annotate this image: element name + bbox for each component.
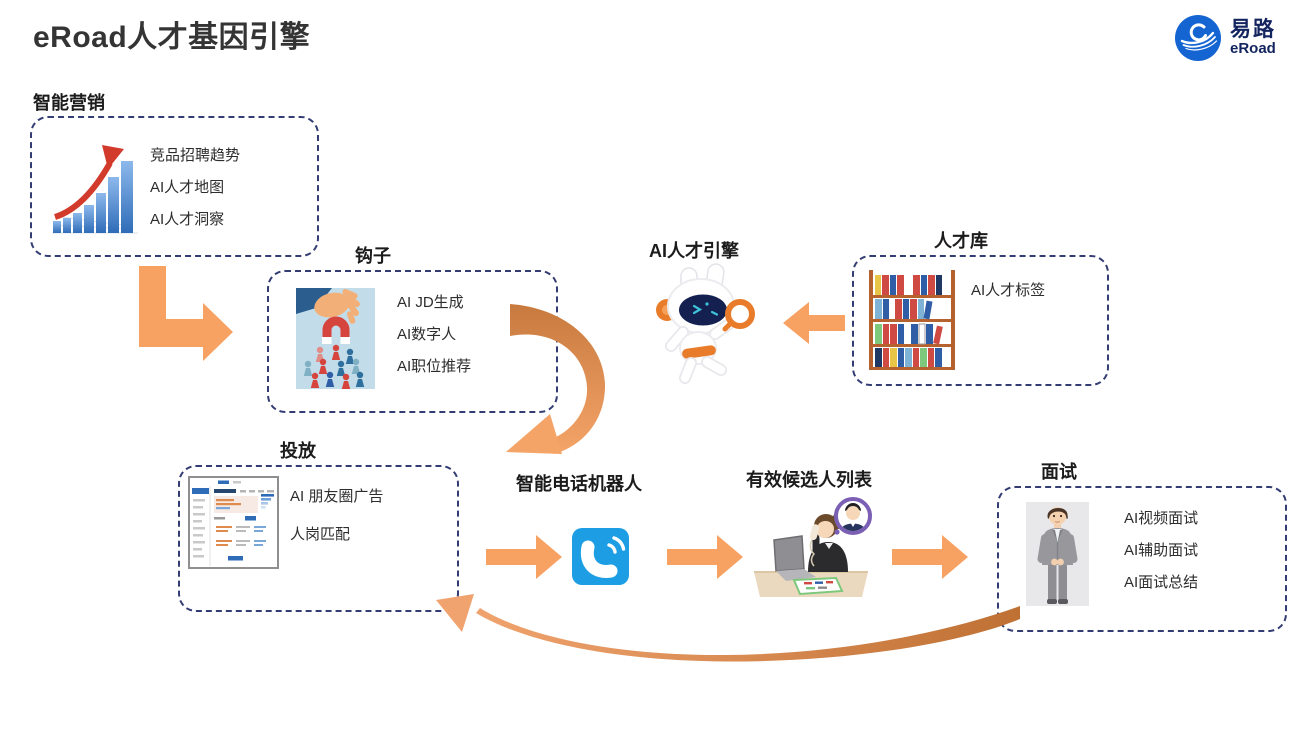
feature-item: AI面试总结 <box>1124 574 1199 591</box>
delivery-feature-list: AI 朋友圈广告 人岗匹配 <box>290 487 383 544</box>
node-label-phone-bot: 智能电话机器人 <box>516 474 642 494</box>
node-label-delivery: 投放 <box>280 441 316 461</box>
bookshelf-icon <box>869 270 955 370</box>
magnet-hand-icon <box>296 288 375 389</box>
marketing-feature-list: 竞品招聘趋势 AI人才地图 AI人才洞察 <box>150 146 240 229</box>
ad-platform-screenshot <box>188 476 279 569</box>
feature-item: AI数字人 <box>397 326 457 343</box>
arrow-candidates-to-interview <box>892 535 968 579</box>
curved-arrow-hook-to-phonebot <box>506 304 606 454</box>
feature-item: AI JD生成 <box>397 294 464 311</box>
arrow-delivery-to-phonebot <box>486 535 562 579</box>
node-label-candidates: 有效候选人列表 <box>746 470 872 490</box>
phone-bot-tile <box>572 528 629 585</box>
elbow-arrow-marketing-to-hook <box>139 266 233 361</box>
growth-chart-icon <box>52 145 138 234</box>
feature-item: AI人才标签 <box>971 282 1046 299</box>
eroad-logo-icon <box>1175 15 1221 61</box>
call-operator-illustration <box>754 497 872 597</box>
feature-item: AI职位推荐 <box>397 358 472 375</box>
logo-name-en: eRoad <box>1230 40 1276 58</box>
interview-feature-list: AI视频面试 AI辅助面试 AI面试总结 <box>1124 509 1198 592</box>
return-curve-arrow-interview-to-delivery <box>436 594 1020 662</box>
page-title: eRoad人才基因引擎 <box>33 21 311 54</box>
feature-item: AI辅助面试 <box>1124 542 1199 559</box>
feature-item: AI人才地图 <box>150 179 225 196</box>
feature-item: AI人才洞察 <box>150 211 225 228</box>
feature-item: AI视频面试 <box>1124 510 1199 527</box>
talent-pool-feature-list: AI人才标签 <box>971 281 1045 300</box>
phone-handset-icon <box>580 536 626 578</box>
virtual-interviewer-photo <box>1026 502 1089 606</box>
node-label-talent-pool: 人才库 <box>934 231 988 251</box>
node-label-hook: 钩子 <box>355 246 391 266</box>
node-label-engine: AI人才引擎 <box>649 241 739 261</box>
feature-item: 竞品招聘趋势 <box>150 147 241 164</box>
arrow-pool-to-engine <box>783 302 845 344</box>
robot-mascot-icon <box>656 263 755 384</box>
logo-name-cn: 易路 <box>1230 18 1276 42</box>
node-label-marketing: 智能营销 <box>33 93 105 113</box>
feature-item: 人岗匹配 <box>290 526 351 543</box>
brand-logo: 易路 eRoad <box>1174 14 1276 62</box>
node-label-interview: 面试 <box>1041 462 1077 482</box>
feature-item: AI 朋友圈广告 <box>290 488 384 505</box>
hook-feature-list: AI JD生成 AI数字人 AI职位推荐 <box>397 293 471 376</box>
arrow-phonebot-to-candidates <box>667 535 743 579</box>
